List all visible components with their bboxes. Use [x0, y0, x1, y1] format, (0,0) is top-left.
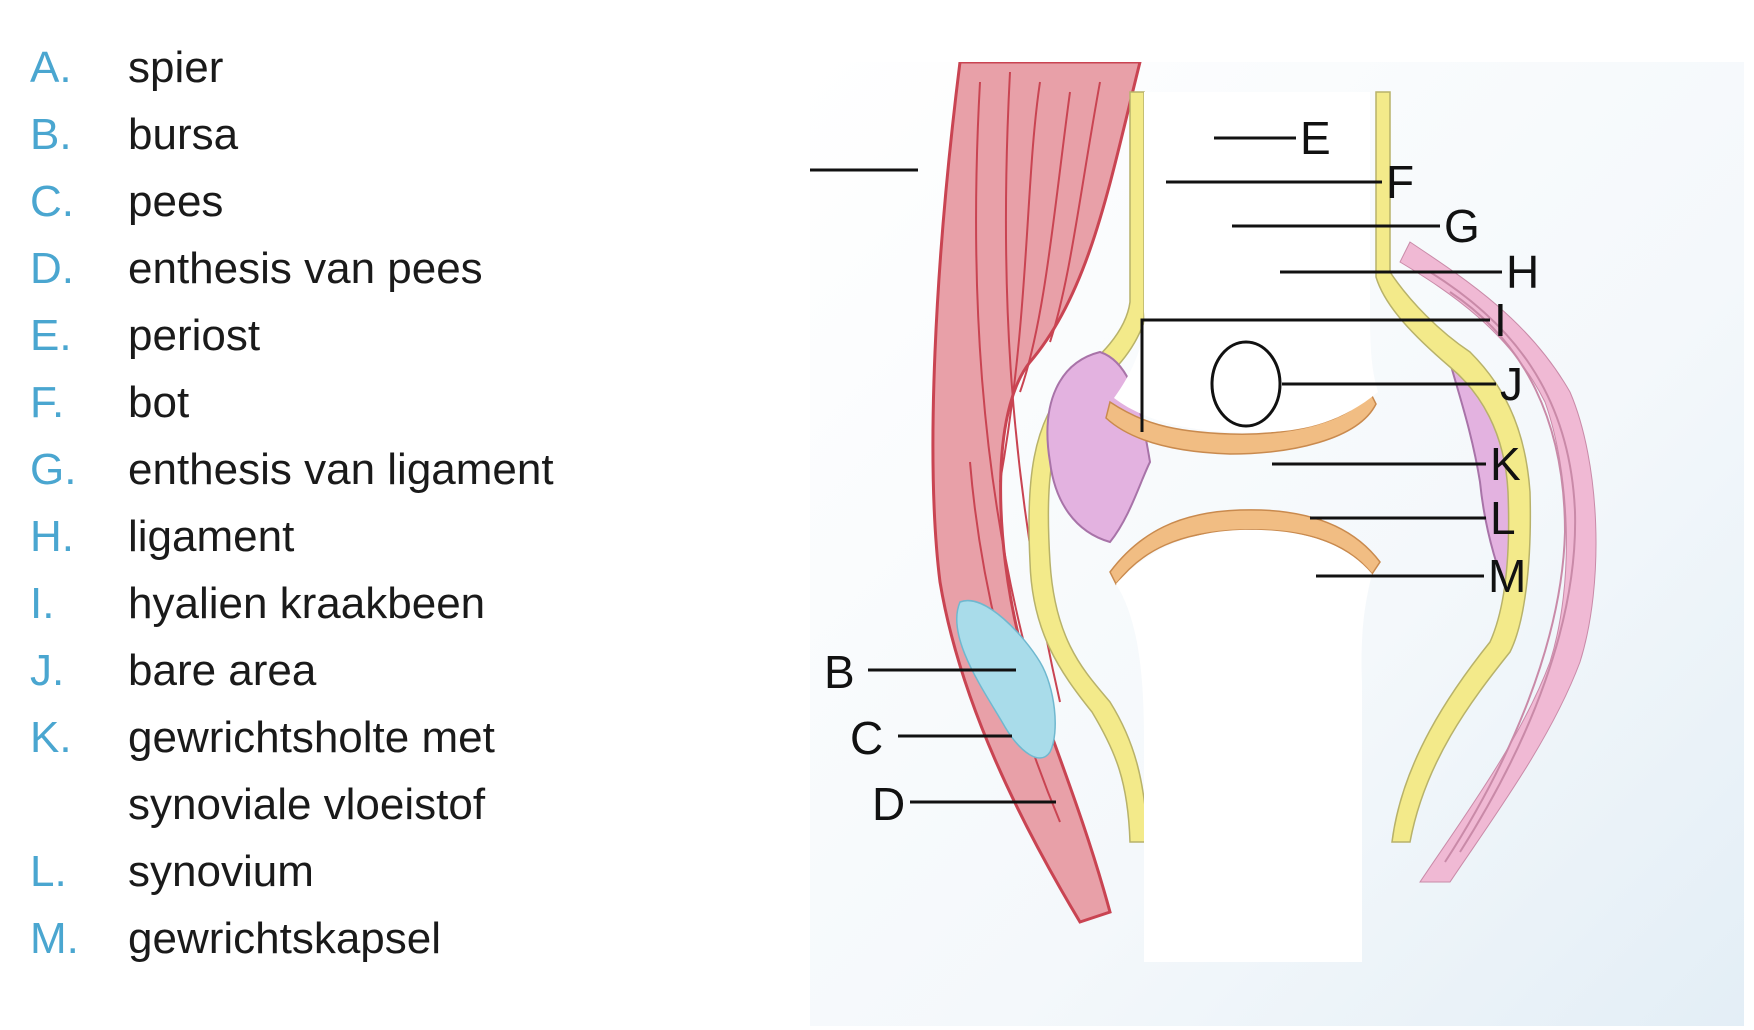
bare-area-circle [1210, 340, 1282, 428]
label-f: F [1386, 156, 1414, 208]
legend-key: M. [30, 914, 79, 963]
legend-term: gewrichtskapsel [128, 914, 442, 963]
legend-item-k: K. gewrichtsholte met [30, 704, 770, 771]
legend-key: A. [30, 43, 72, 92]
legend-item-m: M. gewrichtskapsel [30, 905, 770, 972]
label-l: L [1490, 492, 1516, 544]
legend-term: pees [128, 177, 224, 226]
legend-term: synoviale vloeistof [128, 780, 486, 829]
legend-item-i: I. hyalien kraakbeen [30, 570, 770, 637]
legend-item-l: L. synovium [30, 838, 770, 905]
ligament-fibers [1429, 271, 1577, 863]
legend-item-c: C. pees [30, 168, 770, 235]
ligament-shape [1399, 241, 1597, 883]
bursa-shape [955, 599, 1056, 759]
label-k: K [1490, 438, 1521, 490]
label-d: D [872, 778, 905, 830]
legend-key: K. [30, 713, 72, 762]
legend-item-f: F. bot [30, 369, 770, 436]
label-j: J [1500, 358, 1523, 410]
legend-term: gewrichtsholte met [128, 713, 495, 762]
diagram-labels: A B C D E F G H I J K L M [824, 112, 1539, 830]
legend-key: L. [30, 847, 67, 896]
legend-item-b: B. bursa [30, 101, 770, 168]
legend-term: synovium [128, 847, 314, 896]
legend-item-j: J. bare area [30, 637, 770, 704]
legend-item-h: H. ligament [30, 503, 770, 570]
leader-lines [810, 136, 1502, 804]
label-i: I [1494, 294, 1507, 346]
label-m: M [1488, 550, 1526, 602]
legend-item-d: D. enthesis van pees [30, 235, 770, 302]
legend-item-e: E. periost [30, 302, 770, 369]
legend-key: J. [30, 646, 65, 695]
legend-item-g: G. enthesis van ligament [30, 436, 770, 503]
legend-term: periost [128, 311, 261, 360]
legend-key: H. [30, 512, 74, 561]
legend-list: A. spier B. bursa C. pees D. enthesis van pe… [30, 34, 770, 972]
upper-cartilage [1105, 390, 1377, 455]
legend-term: enthesis van pees [128, 244, 483, 293]
lower-bone [1116, 529, 1372, 962]
upper-bone [1114, 92, 1378, 433]
legend-term: bare area [128, 646, 317, 695]
label-b: B [824, 646, 855, 698]
joint-illustration: A B C D E F G H I J K L M [810, 62, 1744, 1026]
legend-key: D. [30, 244, 74, 293]
legend-key: C. [30, 177, 74, 226]
legend-term: bot [128, 378, 190, 427]
legend-term: ligament [128, 512, 295, 561]
legend-key: F. [30, 378, 65, 427]
right-periosteum [1375, 91, 1532, 843]
label-h: H [1506, 246, 1539, 298]
legend-item-a: A. spier [30, 34, 770, 101]
legend-term: spier [128, 43, 224, 92]
legend-term: hyalien kraakbeen [128, 579, 486, 628]
legend-key: G. [30, 445, 77, 494]
legend-term: bursa [128, 110, 239, 159]
legend-term: enthesis van ligament [128, 445, 554, 494]
label-e: E [1300, 112, 1331, 164]
legend-key: B. [30, 110, 72, 159]
joint-diagram: A B C D E F G H I J K L M [810, 62, 1744, 1026]
label-g: G [1444, 200, 1480, 252]
legend-key: E. [30, 311, 72, 360]
legend-key: I. [30, 579, 55, 628]
label-c: C [850, 712, 883, 764]
legend-item-k-continued: synoviale vloeistof [30, 771, 770, 838]
